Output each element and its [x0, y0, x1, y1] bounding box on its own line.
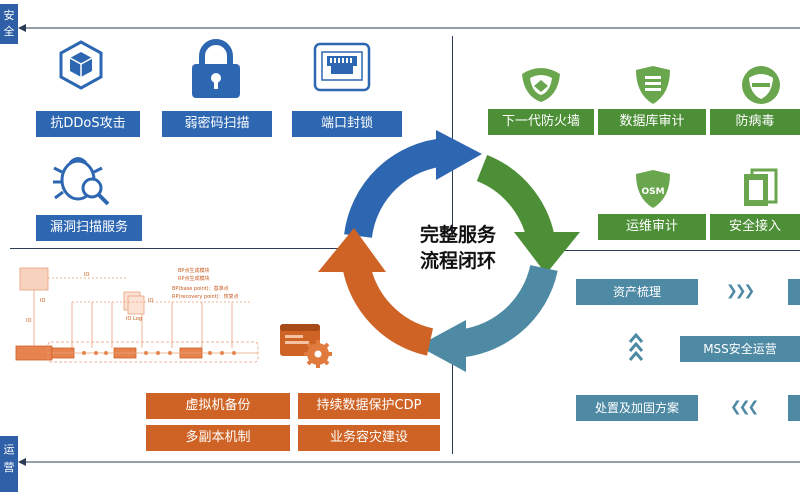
backup-service-label: 虚拟机备份	[146, 393, 290, 419]
ops-flow-stub	[788, 395, 800, 421]
cdp-legend-item: BP(base point)：基准点	[172, 286, 229, 292]
cdp-legend-item: BP点生成模块	[178, 268, 210, 274]
divider-vertical-top	[452, 36, 453, 236]
side-tab-char: 全	[3, 25, 15, 38]
security-tool-label: 弱密码扫描	[162, 111, 272, 137]
cdp-io-label: IO	[26, 318, 32, 324]
firewall-shield-icon	[522, 68, 560, 102]
security-tool-label: 端口封锁	[292, 111, 402, 137]
backup-service-label: 多副本机制	[146, 425, 290, 451]
security-tool-label: 抗DDoS攻击	[36, 111, 140, 137]
cdp-io-label: IO	[148, 298, 154, 304]
side-tab-char: 安	[3, 9, 15, 22]
antivirus-shield-icon	[742, 66, 780, 104]
cycle-center-title: 完整服务 流程闭环	[398, 222, 518, 274]
chevron-left-icon: ❮❮❮	[730, 399, 759, 415]
backup-gear-window-icon	[280, 324, 332, 368]
ddos-cube-icon	[59, 40, 103, 90]
bottom-return-arrow	[18, 458, 800, 466]
backup-service-label: 持续数据保护CDP	[298, 393, 440, 419]
cdp-io-log-label: IO Log	[126, 316, 142, 322]
green-service-label: 防病毒	[710, 109, 800, 135]
svg-text:OSM: OSM	[641, 187, 664, 197]
divider-vertical-bottom	[452, 360, 453, 454]
divider-horizontal-left	[10, 248, 340, 249]
side-tab-char: 运	[3, 443, 15, 456]
backup-service-label: 业务容灾建设	[298, 425, 440, 451]
cycle-title-line: 流程闭环	[419, 250, 496, 272]
bug-scan-icon	[53, 157, 110, 206]
security-tool-label: 漏洞扫描服务	[36, 215, 142, 241]
green-service-label: 下一代防火墙	[488, 109, 594, 135]
ops-asset-label: 资产梳理	[576, 279, 698, 305]
network-port-icon	[313, 42, 371, 92]
padlock-icon	[192, 39, 240, 98]
secure-access-icon	[744, 168, 778, 206]
chevron-up-icon	[628, 332, 644, 361]
cdp-legend-item: RP(recovery point)：恢复点	[172, 294, 239, 300]
green-service-label: 运维审计	[598, 214, 706, 240]
database-shield-icon	[636, 66, 670, 104]
cdp-io-label: IO	[84, 272, 90, 278]
side-tab-char: 营	[3, 461, 15, 474]
chevron-right-icon: ❯❯❯	[726, 283, 755, 299]
green-service-label: 安全接入	[710, 214, 800, 240]
cdp-io-label: IO	[40, 298, 46, 304]
osm-badge-icon: OSM	[636, 170, 670, 208]
cycle-title-line: 完整服务	[419, 224, 496, 246]
divider-horizontal-right	[560, 250, 800, 251]
ops-mss-label: MSS安全运营	[680, 336, 800, 362]
closed-loop-cycle-diagram	[318, 130, 580, 372]
cdp-legend-item: RP点生成模块	[178, 276, 210, 282]
side-tab-operations: 运 营	[0, 436, 18, 492]
side-tab-security: 安 全	[0, 4, 18, 44]
green-service-label: 数据库审计	[598, 109, 706, 135]
ops-remediation-label: 处置及加固方案	[576, 395, 698, 421]
ops-flow-stub	[788, 279, 800, 305]
top-return-arrow	[18, 24, 800, 32]
cdp-architecture-diagram	[15, 267, 259, 363]
